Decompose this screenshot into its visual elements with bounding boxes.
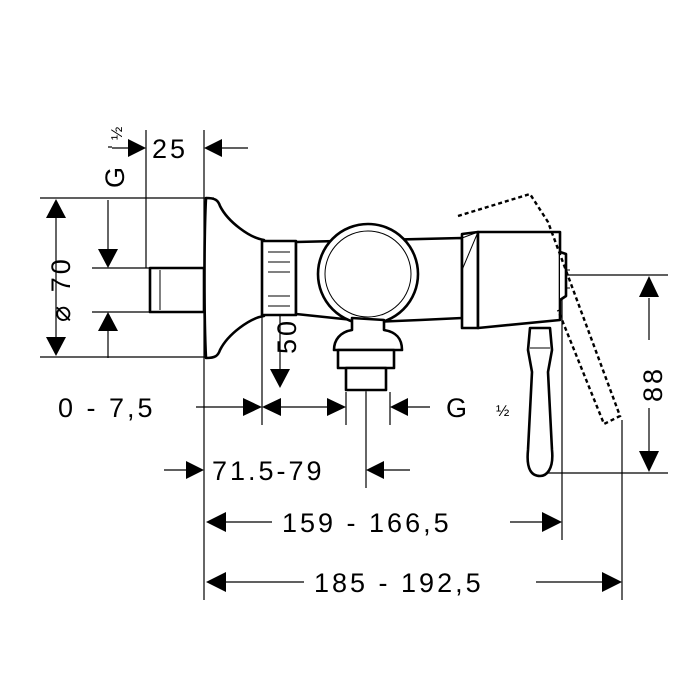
faucet-body xyxy=(148,192,622,478)
label-88: 88 xyxy=(638,366,668,402)
label-g-half-top-frac: ½ xyxy=(109,127,126,140)
dimension-labels: G ½ 25 ⌀ 70 50 0 - 7,5 G ½ 71.5-79 88 15… xyxy=(46,127,668,598)
label-g-half-outlet: G xyxy=(446,393,470,423)
label-0-7-5: 0 - 7,5 xyxy=(58,393,156,423)
label-71-5-79: 71.5-79 xyxy=(212,456,325,486)
label-159-166-5: 159 - 166,5 xyxy=(282,508,452,538)
label-g-half-top: G xyxy=(100,164,130,188)
label-g-half-outlet-frac: ½ xyxy=(496,403,509,420)
label-25: 25 xyxy=(152,134,188,164)
label-50: 50 xyxy=(272,318,302,354)
label-185-192-5: 185 - 192,5 xyxy=(314,568,484,598)
label-dia-70: ⌀ 70 xyxy=(46,256,76,322)
